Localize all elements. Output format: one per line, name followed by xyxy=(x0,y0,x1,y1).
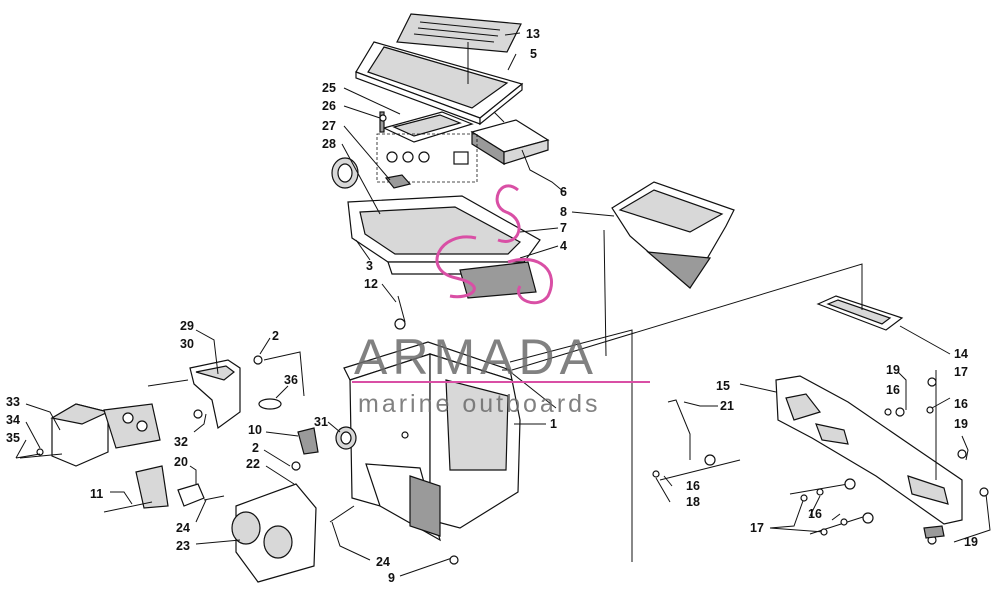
callout-9: 9 xyxy=(388,571,395,585)
callout-12: 12 xyxy=(364,277,378,291)
callout-29: 29 xyxy=(180,319,194,333)
callout-8: 8 xyxy=(560,205,567,219)
callout-25: 25 xyxy=(322,81,336,95)
part-cover-33 xyxy=(50,403,110,467)
part-intake-23 xyxy=(231,483,317,583)
callout-19b: 19 xyxy=(954,417,968,431)
callout-20: 20 xyxy=(174,455,188,469)
callout-16a: 16 xyxy=(886,383,900,397)
part-plate-25 xyxy=(382,111,474,143)
callout-6: 6 xyxy=(560,185,567,199)
callout-22: 22 xyxy=(246,457,260,471)
part-bracket-box xyxy=(376,111,478,183)
callout-11: 11 xyxy=(90,487,103,501)
callout-13: 13 xyxy=(526,27,540,41)
part-valve-assembly xyxy=(103,403,161,449)
part-ring-31 xyxy=(335,426,357,450)
callout-17a: 17 xyxy=(954,365,968,379)
part-fitting-12 xyxy=(394,295,406,330)
part-lid-5 xyxy=(355,41,524,126)
logo-curve-upper xyxy=(495,184,521,243)
part-bracket-29 xyxy=(189,359,241,430)
logo-curve-lower xyxy=(435,235,554,305)
fasteners xyxy=(15,114,989,565)
part-tube-20 xyxy=(135,465,205,509)
callout-23: 23 xyxy=(176,539,190,553)
leader-lines xyxy=(15,32,991,577)
callout-30: 30 xyxy=(180,337,194,351)
callout-2: 2 xyxy=(272,329,279,343)
part-duct-15 xyxy=(775,375,963,525)
callout-18: 18 xyxy=(686,495,700,509)
callout-19c: 19 xyxy=(964,535,978,549)
part-airbox-cover-8 xyxy=(611,181,735,289)
part-clip-36 xyxy=(258,398,282,410)
callout-17b: 17 xyxy=(750,521,764,535)
callout-16b: 16 xyxy=(954,397,968,411)
callout-19a: 19 xyxy=(886,363,900,377)
callout-2b: 2 xyxy=(252,441,259,455)
callout-21: 21 xyxy=(720,399,734,413)
callout-15: 15 xyxy=(716,379,730,393)
callout-27: 27 xyxy=(322,119,336,133)
part-pad-27 xyxy=(384,174,412,189)
callout-31: 31 xyxy=(314,415,328,429)
callout-33: 33 xyxy=(6,395,20,409)
watermark-tagline: marine outboards xyxy=(358,390,601,418)
part-tray-3 xyxy=(347,195,541,299)
callout-36: 36 xyxy=(284,373,298,387)
callout-10: 10 xyxy=(248,423,262,437)
armada-logo-mark xyxy=(435,184,554,305)
part-grommet-28 xyxy=(331,157,359,189)
armada-watermark: ARMADA marine outboards xyxy=(352,184,650,418)
part-rod-21 xyxy=(667,399,691,460)
callout-1: 1 xyxy=(550,417,557,431)
callout-26: 26 xyxy=(322,99,336,113)
callout-14: 14 xyxy=(954,347,968,361)
callout-labels: 13 5 25 26 27 28 6 8 7 4 3 12 29 30 2 36… xyxy=(6,27,978,585)
callout-5: 5 xyxy=(530,47,537,61)
part-decal-13 xyxy=(396,13,522,53)
part-clip-10 xyxy=(297,427,319,455)
callout-3: 3 xyxy=(366,259,373,273)
callout-16c: 16 xyxy=(686,479,700,493)
callout-7: 7 xyxy=(560,221,567,235)
callout-4: 4 xyxy=(560,239,567,253)
part-gasket-14 xyxy=(816,295,904,331)
callout-16d: 16 xyxy=(808,507,822,521)
callout-24b: 24 xyxy=(376,555,390,569)
callout-32: 32 xyxy=(174,435,188,449)
callout-24a: 24 xyxy=(176,521,190,535)
part-filter-6 xyxy=(470,119,550,166)
watermark-brand: ARMADA xyxy=(354,329,598,385)
callout-28: 28 xyxy=(322,137,336,151)
part-housing-1 xyxy=(343,341,521,542)
callout-35: 35 xyxy=(6,431,20,445)
callout-34: 34 xyxy=(6,413,20,427)
